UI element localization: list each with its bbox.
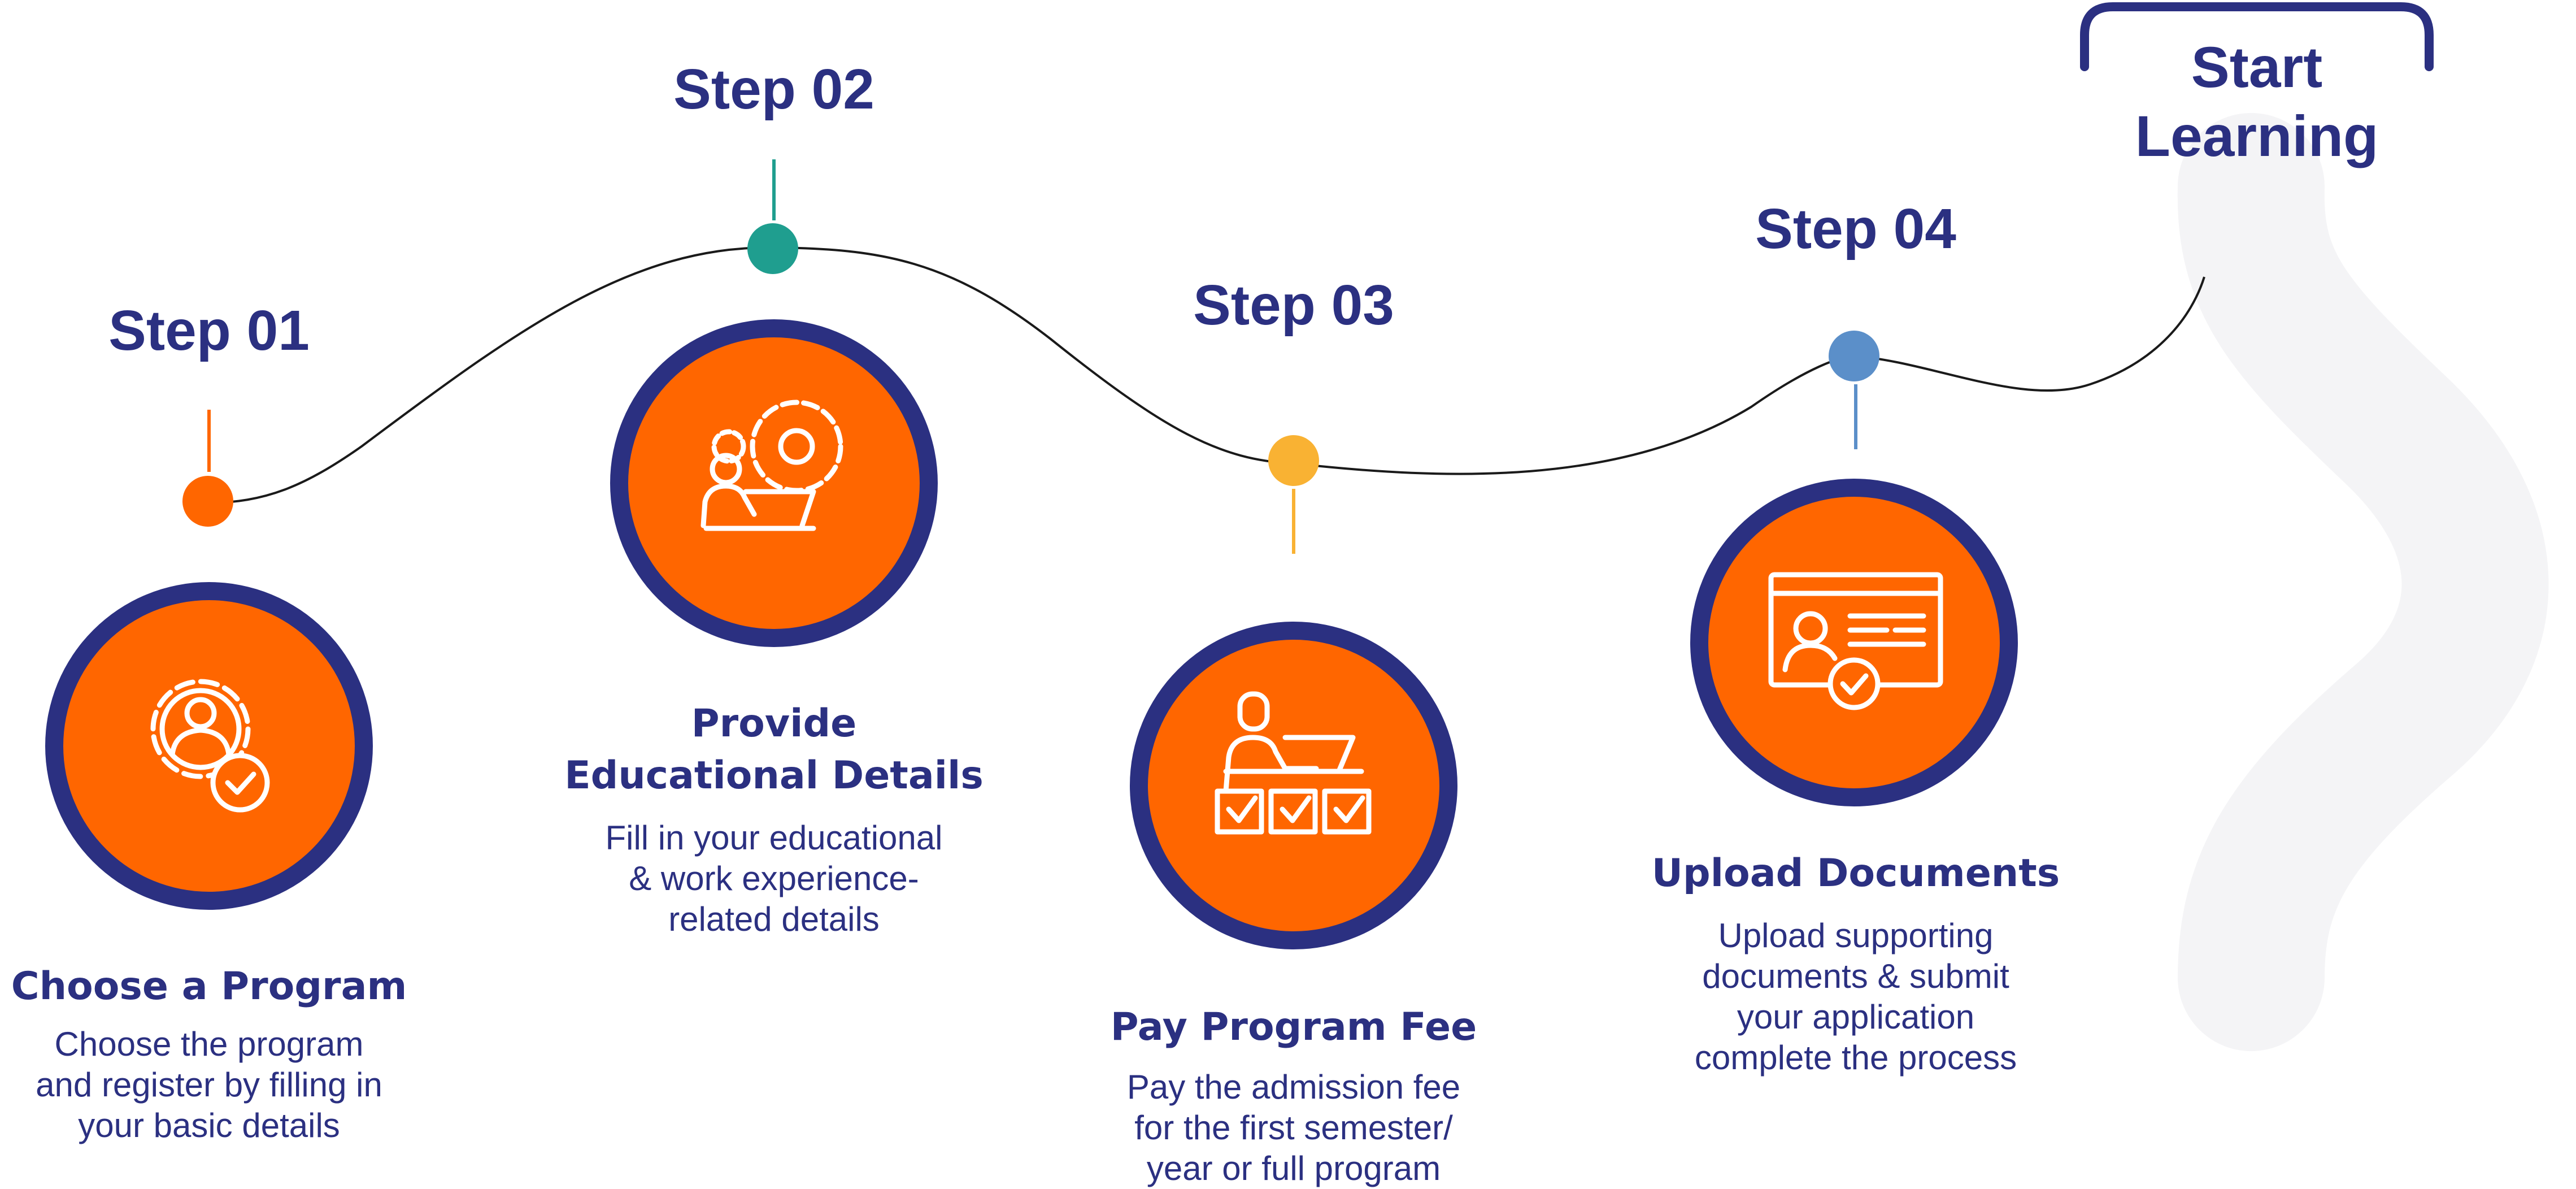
background-wave-decoration <box>2177 113 2549 1051</box>
step-03-description-line: Pay the admission fee <box>1126 1068 1461 1106</box>
step-03-description-line: for the first semester/ <box>1134 1109 1453 1147</box>
start-learning-heading: Start Learning <box>2107 33 2407 171</box>
step-02-title-line: Provide <box>691 701 857 746</box>
step-03-description-line: year or full program <box>1146 1149 1441 1187</box>
gear-user-check-icon <box>150 679 270 813</box>
start-learning-bracket <box>2080 2 2434 71</box>
id-card-check-icon <box>1768 572 1943 710</box>
step-04-label: Step 04 <box>1755 197 1956 261</box>
start-learning-line-2: Learning <box>2135 104 2379 168</box>
step-02-marker-dot <box>747 223 798 274</box>
step-04-description-line: documents & submit <box>1702 957 2009 995</box>
step-04-description-line: your application <box>1737 998 1975 1036</box>
step-04-title: Upload Documents <box>1651 851 2060 896</box>
step-03-title: Pay Program Fee <box>1110 1005 1477 1049</box>
step-01-marker-dot <box>182 476 233 527</box>
step-03-description: Pay the admission fee for the first seme… <box>1068 1067 1520 1189</box>
step-02-label: Step 02 <box>673 58 874 121</box>
process-curve <box>206 246 2205 504</box>
step-01-description-line: and register by filling in <box>36 1066 382 1104</box>
step-02-title-line: Educational Details <box>564 753 984 798</box>
step-03-disc <box>1130 622 1457 949</box>
step-02-description-line: Fill in your educational <box>605 819 943 857</box>
step-02-title: Provide Educational Details <box>542 698 1006 802</box>
step-01-title: Choose a Program <box>11 964 407 1009</box>
step-04-description: Upload supporting documents & submit you… <box>1616 915 2096 1078</box>
step-03-label: Step 03 <box>1193 274 1394 337</box>
person-laptop-gear-icon <box>700 400 843 531</box>
step-01-label: Step 01 <box>108 299 310 362</box>
step-01-description: Choose the program and register by filli… <box>0 1024 418 1146</box>
step-04-description-line: complete the process <box>1694 1039 2017 1077</box>
step-04-description-line: Upload supporting <box>1718 917 1994 954</box>
step-02-description: Fill in your educational & work experien… <box>542 818 1006 940</box>
step-02-description-line: & work experience- <box>629 860 919 897</box>
step-01-description-line: Choose the program <box>54 1025 364 1063</box>
step-01-disc <box>45 582 373 910</box>
step-03-marker-dot <box>1268 435 1319 486</box>
step-01-description-line: your basic details <box>78 1106 340 1144</box>
step-04-marker-dot <box>1829 331 1879 381</box>
person-desk-checkboxes-icon <box>1215 691 1372 835</box>
step-02-description-line: related details <box>668 900 880 938</box>
start-learning-line-1: Start <box>2191 35 2323 99</box>
